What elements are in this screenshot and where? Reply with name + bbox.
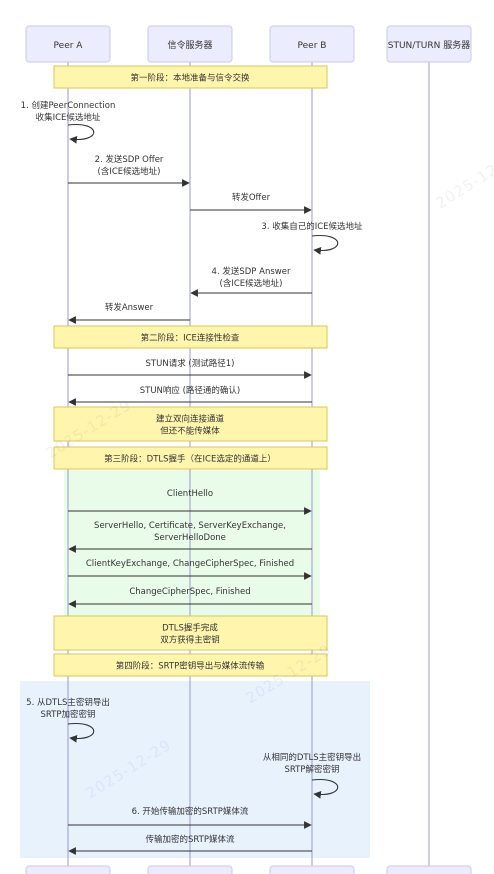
participant-label: STUN/TURN 服务器	[388, 39, 471, 51]
message-label: STUN响应 (路径通的确认)	[140, 385, 241, 396]
message: 传输加密的SRTP媒体流	[68, 834, 312, 855]
dtls-region	[64, 470, 320, 616]
message: ClientKeyExchange, ChangeCipherSpec, Fin…	[68, 559, 312, 580]
message-label: 3. 收集自己的ICE候选地址	[261, 221, 363, 232]
participant-a-bottom: Peer A	[25, 865, 111, 874]
phase-note: DTLS握手完成双方获得主密钥	[53, 615, 328, 651]
phase-note-text: DTLS握手完成双方获得主密钥	[160, 623, 220, 646]
self-arrow	[311, 234, 339, 255]
message-label: ChangeCipherSpec, Finished	[129, 587, 250, 597]
message-label: STUN请求 (测试路径1)	[146, 358, 235, 369]
message: ChangeCipherSpec, Finished	[68, 587, 312, 608]
participant-label: Peer A	[54, 41, 84, 51]
participant-b-bottom: Peer B	[269, 865, 355, 874]
message: 4. 发送SDP Answer(含ICE候选地址)	[190, 266, 312, 297]
phase-note-text: 第一阶段：本地准备与信令交换	[130, 73, 250, 84]
message: 转发Answer	[68, 302, 190, 324]
participant-t: STUN/TURN 服务器	[386, 25, 472, 63]
self-arrow	[67, 123, 95, 144]
message-label: 4. 发送SDP Answer(含ICE候选地址)	[212, 266, 291, 289]
message-label: ClientKeyExchange, ChangeCipherSpec, Fin…	[86, 559, 294, 569]
phase-note: 第二阶段：ICE连接性检查	[53, 325, 328, 349]
message: ServerHello, Certificate, ServerKeyExcha…	[68, 521, 312, 553]
message: STUN响应 (路径通的确认)	[68, 385, 312, 406]
participant-s: 信令服务器	[147, 25, 233, 63]
self-arrow	[311, 778, 339, 799]
participant-label: Peer B	[298, 41, 327, 51]
self-arrow	[67, 722, 95, 743]
message-label: 2. 发送SDP Offer(含ICE候选地址)	[95, 154, 164, 177]
phase-note: 建立双向连接通道但还不能传媒体	[53, 406, 328, 442]
phase-note: 第四阶段：SRTP密钥导出与媒体流传输	[53, 653, 328, 677]
message: ClientHello	[68, 489, 312, 515]
message: 6. 开始传输加密的SRTP媒体流	[68, 806, 312, 829]
message: 转发Offer	[190, 192, 312, 214]
message-label: 转发Offer	[232, 192, 271, 203]
phase-note-text: 建立双向连接通道但还不能传媒体	[156, 414, 225, 437]
participant-t-bottom: STUN/TURN 服务器	[386, 865, 472, 874]
message-label: ClientHello	[167, 489, 213, 499]
message: 3. 收集自己的ICE候选地址	[261, 221, 363, 255]
participant-label: 信令服务器	[167, 39, 212, 51]
message: 2. 发送SDP Offer(含ICE候选地址)	[68, 154, 190, 187]
message-label: 转发Answer	[105, 302, 154, 313]
message-label: 传输加密的SRTP媒体流	[145, 834, 235, 845]
participant-b: Peer B	[269, 25, 355, 63]
phase-note: 第三阶段：DTLS握手（在ICE选定的通道上）	[53, 446, 328, 470]
participant-a: Peer A	[25, 25, 111, 63]
phase-note-text: 第四阶段：SRTP密钥导出与媒体流传输	[116, 661, 265, 672]
participant-s-bottom: 信令服务器	[147, 865, 233, 874]
message-label: ServerHello, Certificate, ServerKeyExcha…	[94, 521, 286, 543]
phase-note-text: 第二阶段：ICE连接性检查	[141, 333, 240, 344]
phase-note: 第一阶段：本地准备与信令交换	[53, 65, 328, 89]
message-label: 6. 开始传输加密的SRTP媒体流	[132, 806, 249, 817]
message: STUN请求 (测试路径1)	[68, 358, 312, 379]
phase-note-text: 第三阶段：DTLS握手（在ICE选定的通道上）	[104, 454, 276, 465]
